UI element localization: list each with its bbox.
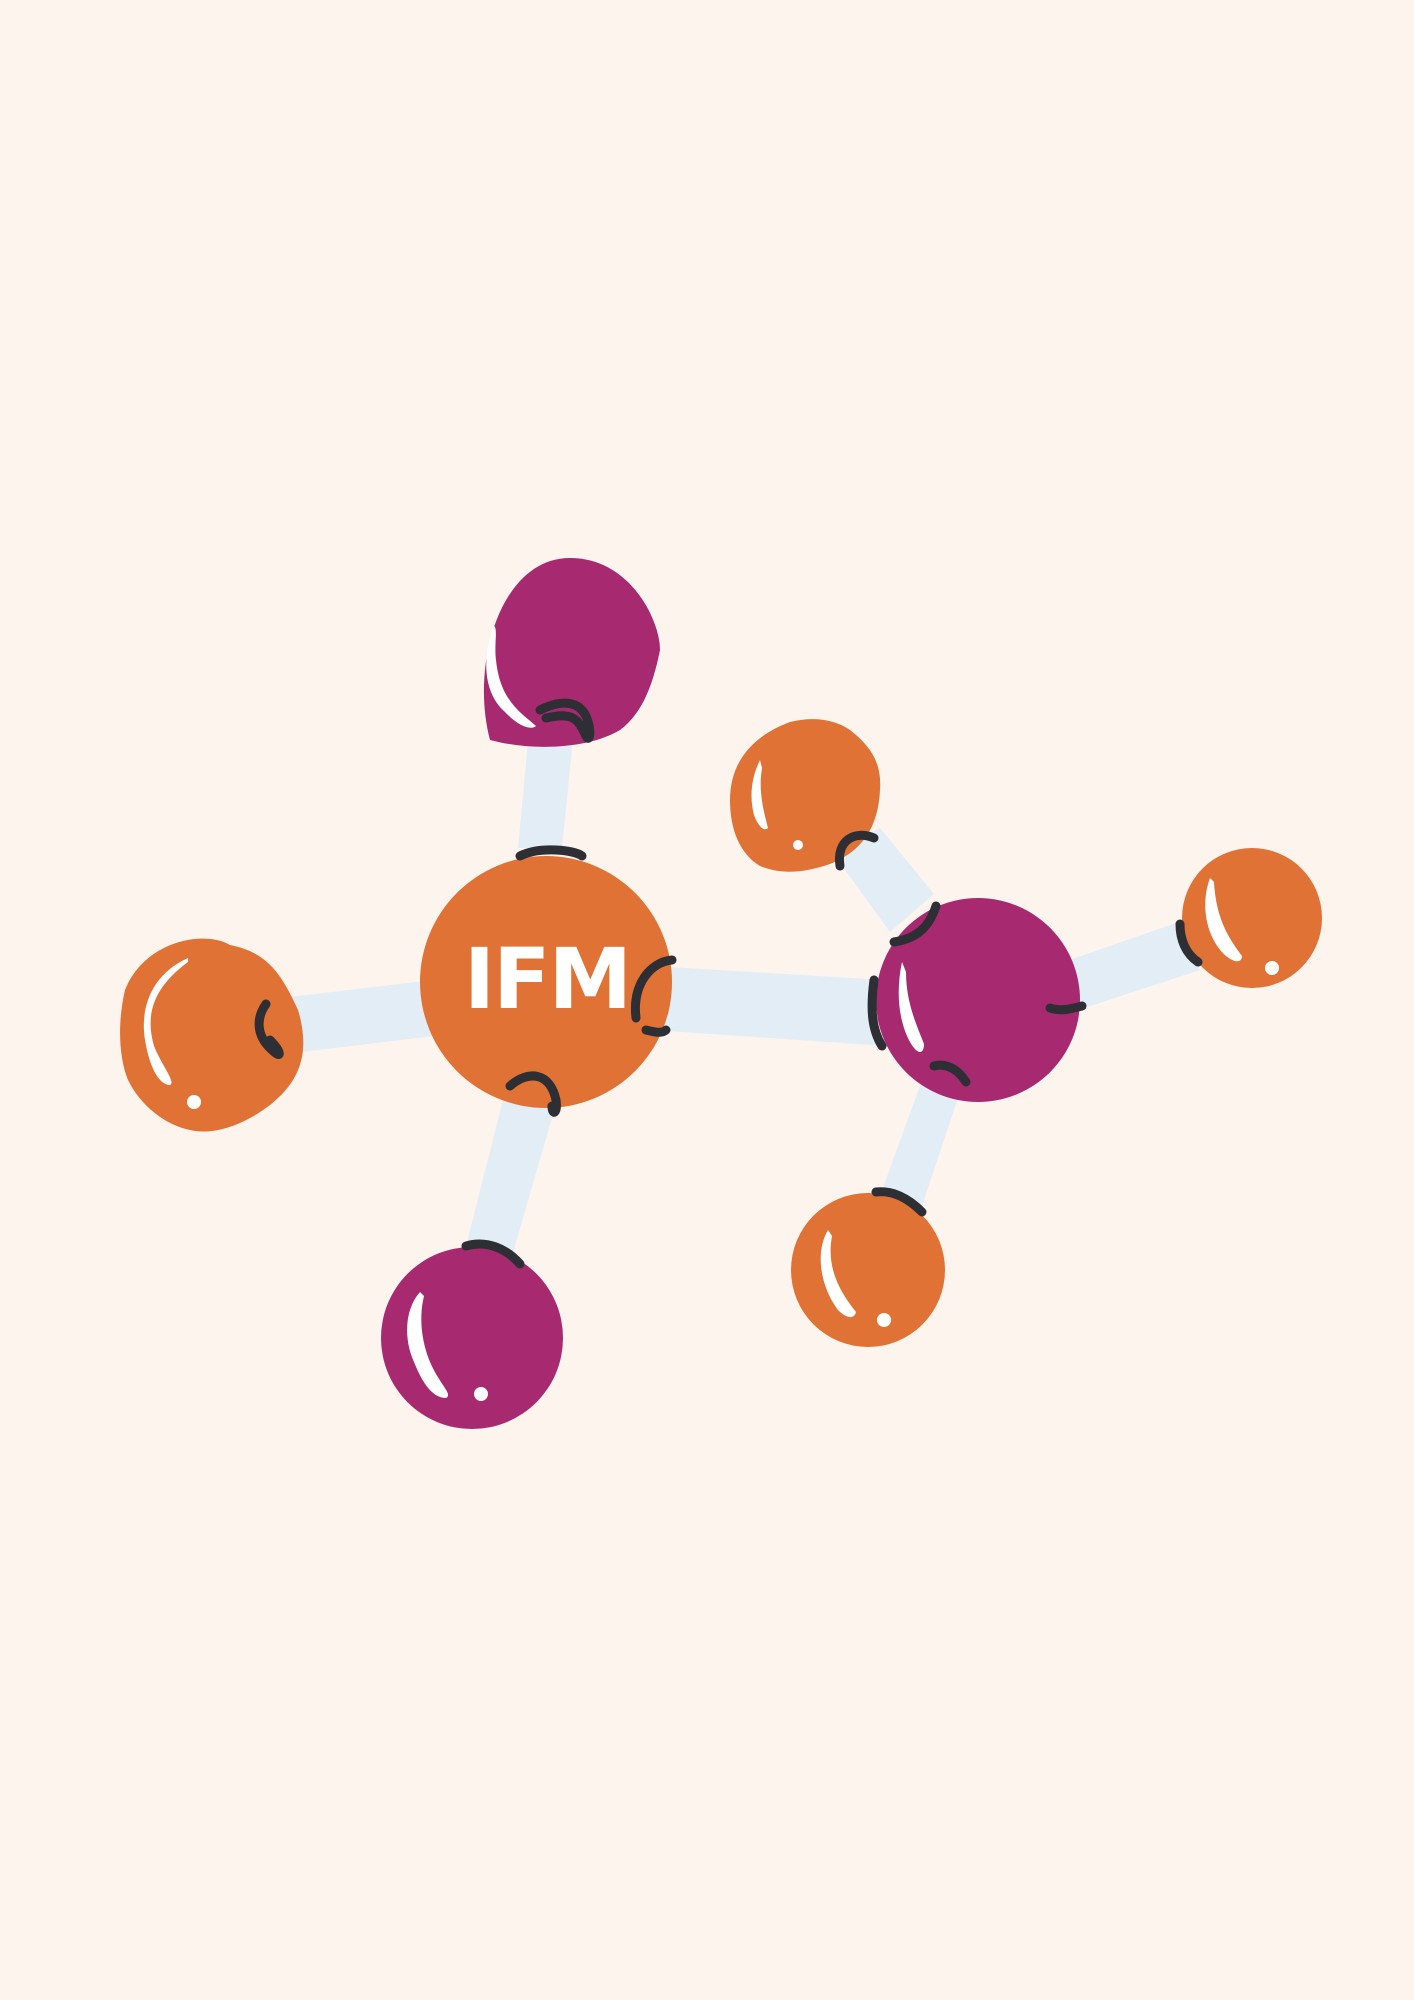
atom-bottom-dot (474, 1387, 488, 1401)
atom-farright-highlight (1205, 878, 1242, 962)
atom-topright-small-highlight (751, 760, 768, 830)
bond-right-right (1046, 920, 1200, 1016)
atom-topright-small-dot (793, 840, 803, 850)
atom-left-dot (187, 1095, 201, 1109)
atom-left-highlight (143, 958, 188, 1085)
atom-bottomright-highlight (820, 1230, 856, 1318)
atom-top-highlight (486, 626, 536, 728)
bond-center-left (265, 980, 434, 1056)
bond-center-bottom (462, 1080, 560, 1270)
atom-right-highlight (898, 962, 924, 1052)
atom-center (420, 856, 672, 1108)
atom-bottom-highlight (407, 1292, 449, 1398)
atom-topright-small (730, 719, 881, 872)
atom-farright-dot (1265, 961, 1279, 975)
atom-right (876, 898, 1080, 1102)
logo-text: IFM (464, 930, 630, 1028)
atom-farright (1182, 848, 1322, 988)
atom-bottomright-dot (877, 1313, 891, 1327)
atom-top (483, 558, 660, 747)
atoms (120, 558, 1322, 1429)
socket-outlines (254, 698, 1203, 1269)
bond-center-right (652, 966, 887, 1046)
bond-right-bottom (880, 1058, 966, 1212)
atom-bottomright (791, 1193, 945, 1347)
bond-right-topleft (832, 828, 934, 932)
